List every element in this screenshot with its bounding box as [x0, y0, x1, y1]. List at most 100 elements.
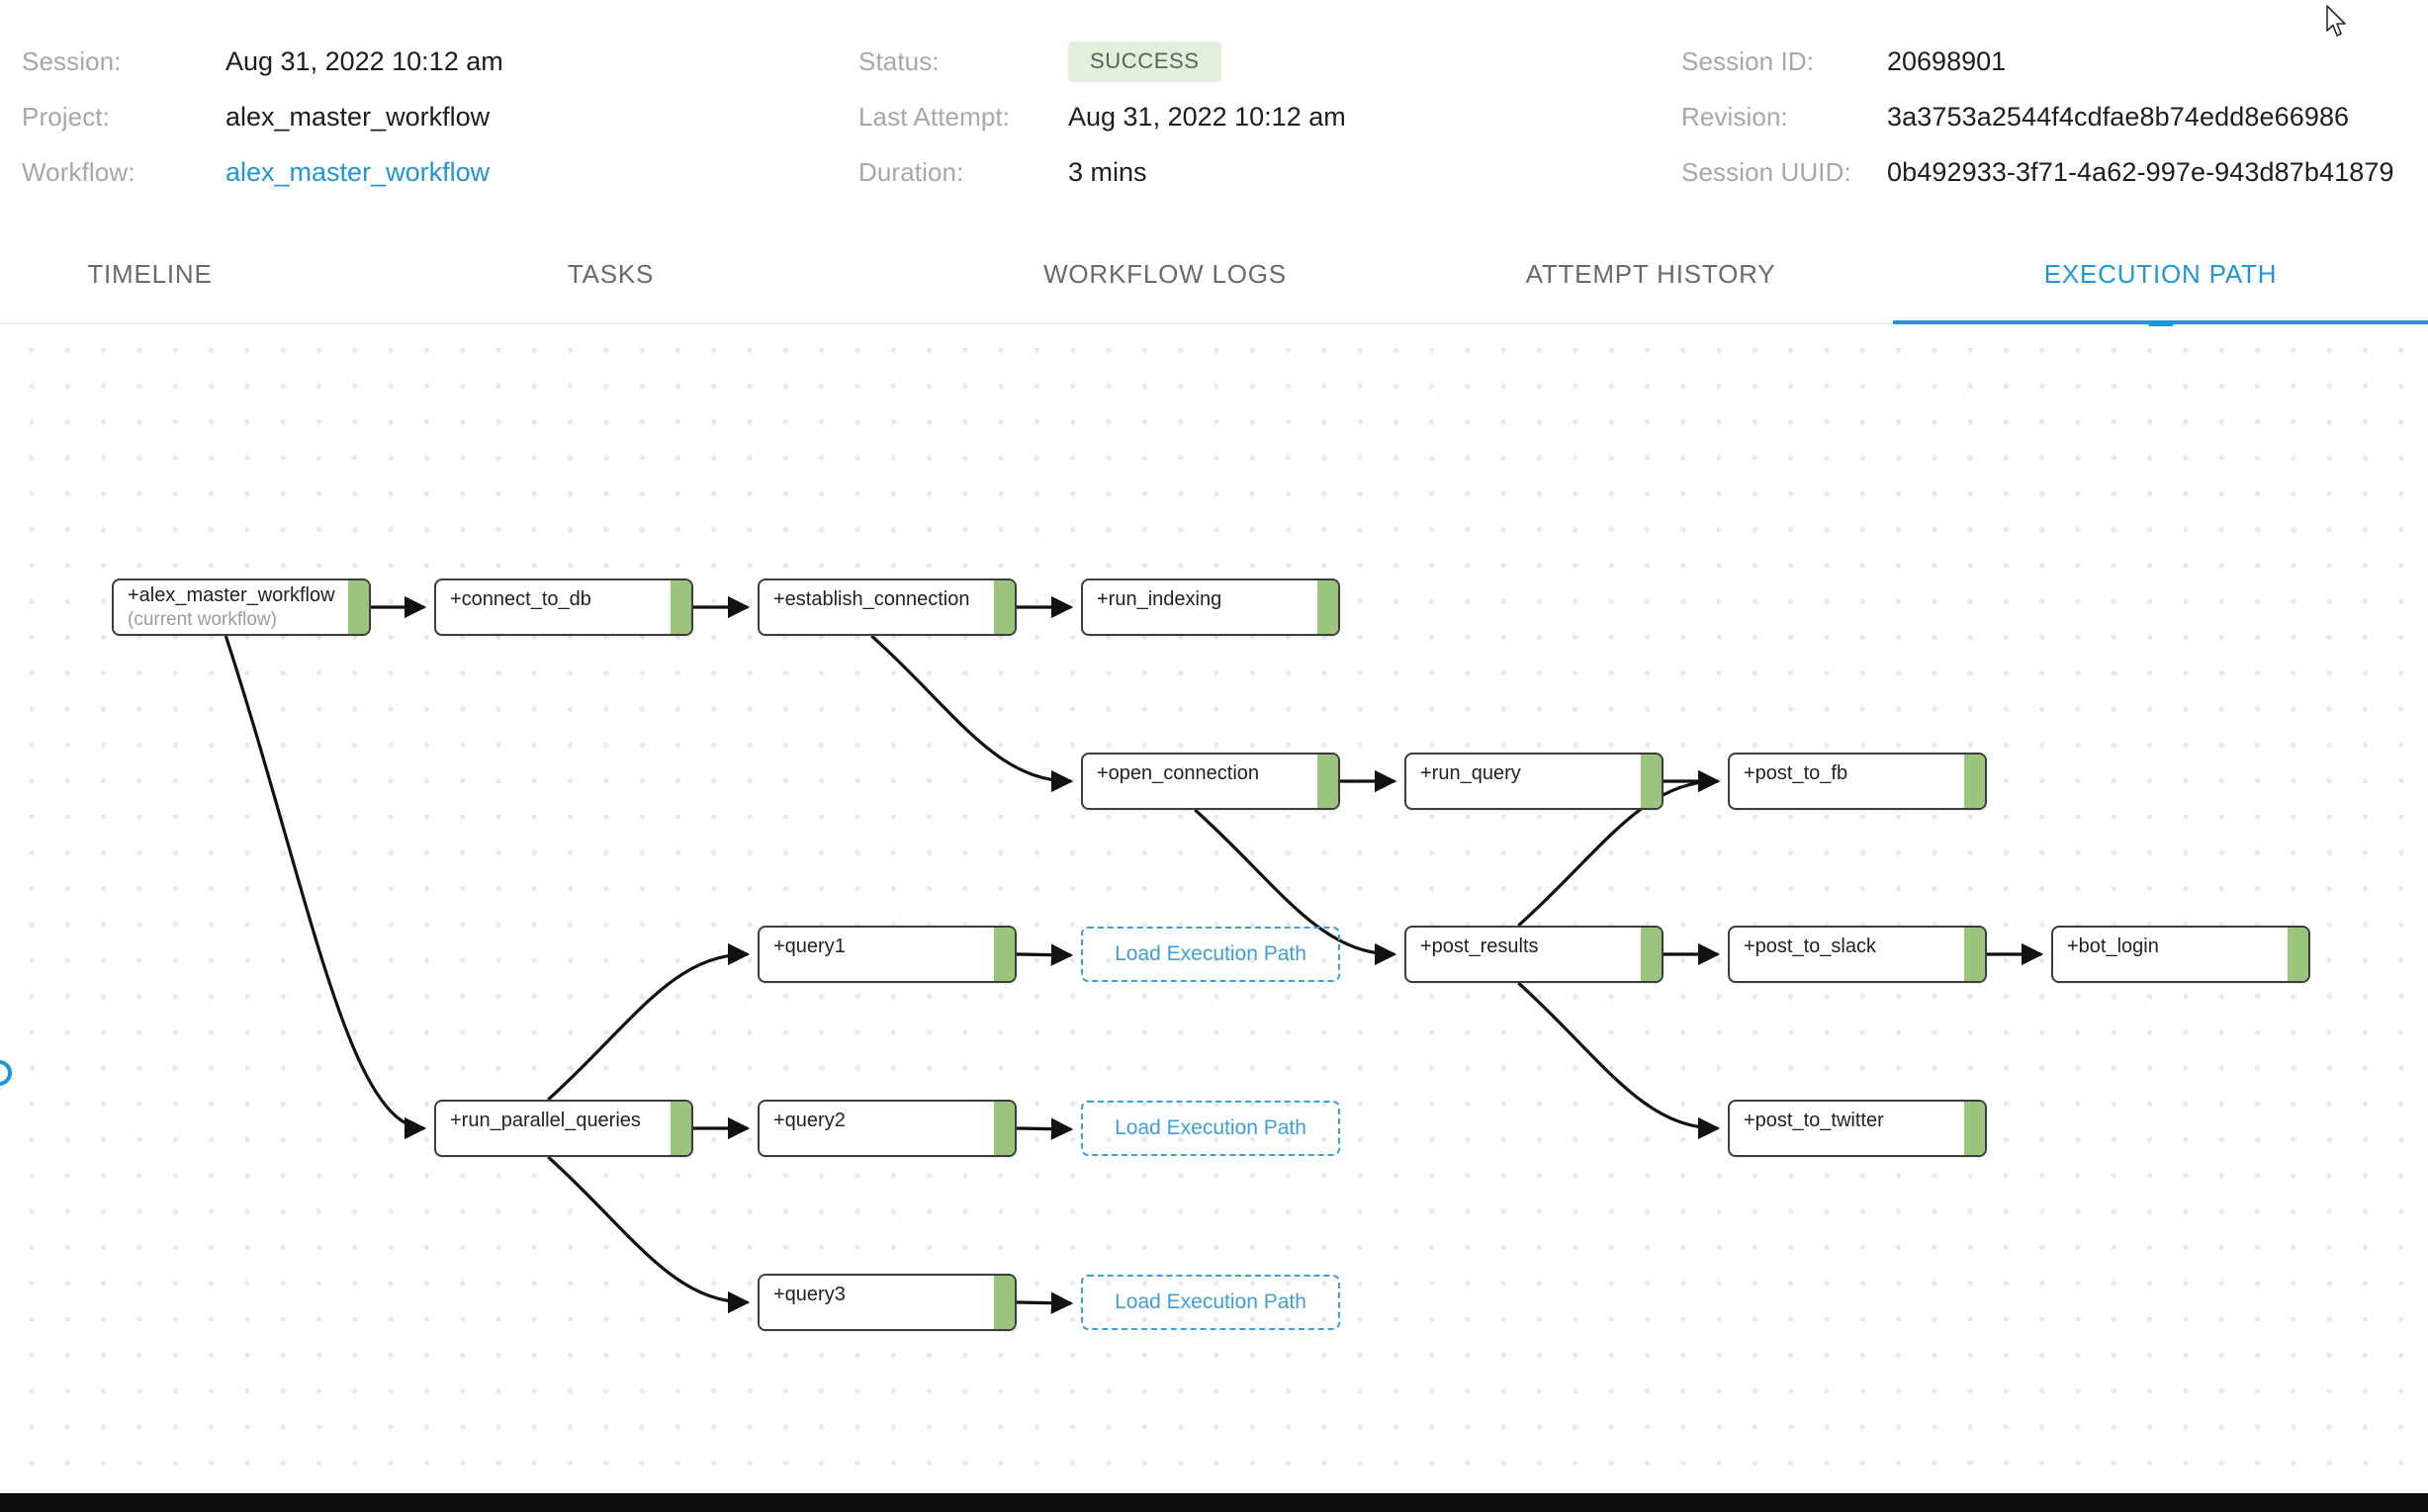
status-badge: SUCCESS	[1068, 41, 1221, 82]
task-node[interactable]: +open_connection	[1081, 753, 1340, 810]
session-info-column: Session: Aug 31, 2022 10:12 am Project: …	[0, 34, 839, 200]
task-node-label: +establish_connection	[773, 588, 970, 610]
load-execution-path-label: Load Execution Path	[1115, 1290, 1306, 1313]
meta-row-revision: Revision: 3a3753a2544f4cdfae8b74edd8e669…	[1681, 89, 2428, 144]
session-label: Session:	[22, 45, 122, 76]
meta-row-session-id: Session ID: 20698901	[1681, 34, 2428, 89]
horizontal-scrollbar[interactable]	[0, 1493, 2428, 1512]
task-node-label: +post_to_fb	[1744, 762, 1848, 784]
task-node-sublabel: (current workflow)	[128, 609, 277, 630]
tab-execution-path[interactable]: EXECUTION PATH	[1893, 233, 2428, 340]
task-status-stripe-icon	[1641, 755, 1662, 808]
last-attempt-value: Aug 31, 2022 10:12 am	[1068, 101, 1346, 132]
graph-edge	[870, 634, 1074, 793]
load-execution-path-button[interactable]: Load Execution Path	[1081, 1275, 1340, 1330]
meta-row-session: Session: Aug 31, 2022 10:12 am	[22, 34, 839, 89]
session-value: Aug 31, 2022 10:12 am	[225, 45, 503, 76]
status-info-column: Status: SUCCESS Last Attempt: Aug 31, 20…	[839, 34, 1660, 200]
tab-tasks[interactable]: TASKS	[300, 233, 922, 322]
meta-row-duration: Duration: 3 mins	[858, 144, 1660, 200]
task-node-label: +post_to_slack	[1744, 935, 1876, 957]
task-status-stripe-icon	[1317, 755, 1338, 808]
tab-workflow-logs[interactable]: WORKFLOW LOGS	[922, 233, 1408, 322]
task-status-stripe-icon	[994, 928, 1015, 981]
tab-attempt-history[interactable]: ATTEMPT HISTORY	[1408, 233, 1893, 322]
identifiers-column: Session ID: 20698901 Revision: 3a3753a25…	[1660, 34, 2428, 200]
meta-row-status: Status: SUCCESS	[858, 34, 1660, 89]
task-status-stripe-icon	[2288, 928, 2308, 981]
task-node[interactable]: +establish_connection	[758, 578, 1017, 636]
task-node-label: +post_results	[1420, 935, 1539, 957]
graph-edge	[1194, 808, 1397, 966]
task-node[interactable]: +connect_to_db	[434, 578, 693, 636]
task-status-stripe-icon	[1641, 928, 1662, 981]
tab-attempt-history-label: ATTEMPT HISTORY	[1525, 259, 1776, 289]
task-status-stripe-icon	[671, 1102, 691, 1155]
task-node-label: +connect_to_db	[450, 588, 591, 610]
session-id-value: 20698901	[1887, 45, 2007, 76]
graph-edge	[1517, 769, 1721, 928]
task-status-stripe-icon	[348, 580, 369, 634]
task-node[interactable]: +post_to_slack	[1728, 926, 1987, 983]
tab-timeline[interactable]: TIMELINE	[0, 233, 300, 322]
meta-row-last-attempt: Last Attempt: Aug 31, 2022 10:12 am	[858, 89, 1660, 144]
project-label: Project:	[22, 101, 110, 132]
task-node[interactable]: +post_to_fb	[1728, 753, 1987, 810]
meta-row-workflow: Workflow: alex_master_workflow	[22, 144, 839, 200]
tab-tasks-label: TASKS	[567, 259, 655, 289]
revision-label: Revision:	[1681, 101, 1788, 132]
project-value: alex_master_workflow	[225, 101, 491, 132]
duration-value: 3 mins	[1068, 156, 1147, 187]
workflow-link[interactable]: alex_master_workflow	[225, 156, 491, 187]
task-status-stripe-icon	[994, 1276, 1015, 1329]
load-execution-path-label: Load Execution Path	[1115, 942, 1306, 965]
task-node[interactable]: +run_query	[1404, 753, 1664, 810]
load-execution-path-button[interactable]: Load Execution Path	[1081, 927, 1340, 982]
task-status-stripe-icon	[1964, 928, 1985, 981]
revision-value: 3a3753a2544f4cdfae8b74edd8e66986	[1887, 101, 2350, 132]
task-node-label: +query3	[773, 1284, 846, 1305]
task-node[interactable]: +run_parallel_queries	[434, 1100, 693, 1157]
graph-edge	[1016, 943, 1074, 966]
task-node[interactable]: +query3	[758, 1274, 1017, 1331]
session-summary-header: Session: Aug 31, 2022 10:12 am Project: …	[0, 0, 2428, 213]
task-status-stripe-icon	[1317, 580, 1338, 634]
last-attempt-label: Last Attempt:	[858, 101, 1011, 132]
session-uuid-value: 0b492933-3f71-4a62-997e-943d87b41879	[1887, 156, 2394, 187]
task-node-label: +run_parallel_queries	[450, 1110, 641, 1131]
task-node-label: +run_indexing	[1097, 588, 1222, 610]
load-execution-path-button[interactable]: Load Execution Path	[1081, 1101, 1340, 1156]
graph-edge	[1517, 981, 1721, 1140]
task-status-stripe-icon	[994, 1102, 1015, 1155]
execution-path-canvas[interactable]: +alex_master_workflow(current workflow)+…	[0, 326, 2428, 1494]
session-uuid-label: Session UUID:	[1681, 156, 1851, 187]
task-status-stripe-icon	[671, 580, 691, 634]
duration-label: Duration:	[858, 156, 964, 187]
task-node[interactable]: +query2	[758, 1100, 1017, 1157]
task-status-stripe-icon	[994, 580, 1015, 634]
tab-workflow-logs-label: WORKFLOW LOGS	[1043, 259, 1287, 289]
task-node[interactable]: +alex_master_workflow (current workflow)	[112, 578, 371, 636]
meta-row-session-uuid: Session UUID: 0b492933-3f71-4a62-997e-94…	[1681, 144, 2428, 200]
task-node[interactable]: +post_to_twitter	[1728, 1100, 1987, 1157]
task-node[interactable]: +query1	[758, 926, 1017, 983]
graph-edge	[547, 942, 751, 1102]
task-node-label: +alex_master_workflow	[128, 584, 335, 606]
graph-edge	[547, 1155, 751, 1314]
task-status-stripe-icon	[1964, 1102, 1985, 1155]
graph-edge	[224, 635, 427, 1140]
graph-edges	[224, 595, 2044, 1314]
task-node-label: +query1	[773, 935, 846, 957]
task-node-label: +open_connection	[1097, 762, 1260, 784]
graph-edge	[1016, 1117, 1074, 1140]
task-node-label: +query2	[773, 1110, 846, 1131]
tab-timeline-label: TIMELINE	[87, 259, 213, 289]
meta-row-project: Project: alex_master_workflow	[22, 89, 839, 144]
tab-bar: TIMELINE TASKS WORKFLOW LOGS ATTEMPT HIS…	[0, 233, 2428, 340]
task-node[interactable]: +run_indexing	[1081, 578, 1340, 636]
task-node[interactable]: +post_results	[1404, 926, 1664, 983]
task-node[interactable]: +bot_login	[2051, 926, 2310, 983]
task-node-label: +post_to_twitter	[1744, 1110, 1884, 1131]
graph-edge	[1016, 1291, 1074, 1314]
